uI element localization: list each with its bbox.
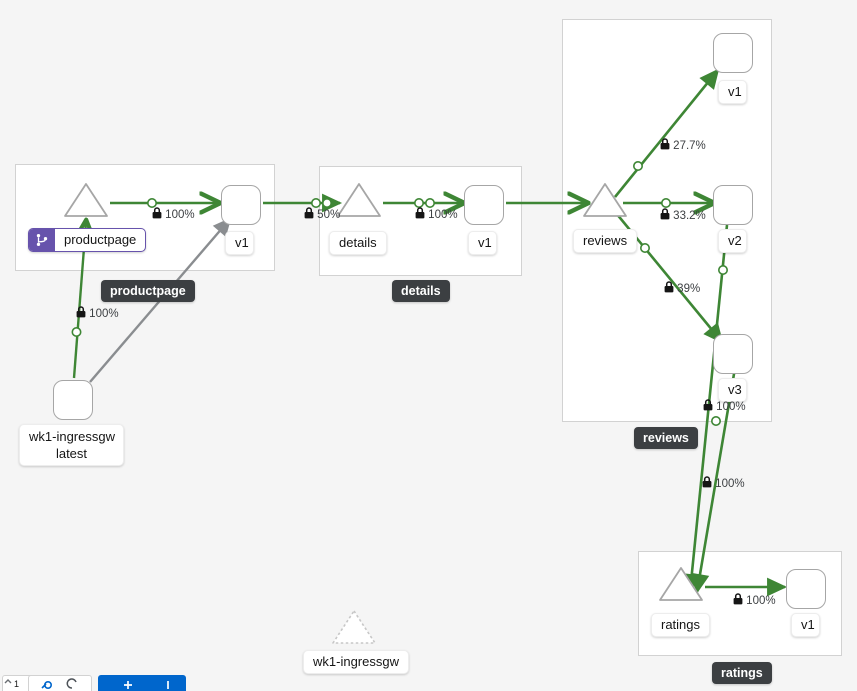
lock-icon bbox=[133, 195, 162, 234]
group-label-productpage[interactable]: productpage bbox=[101, 280, 195, 302]
lock-icon bbox=[57, 294, 86, 333]
edge-label-reviews-to-v2: 33.2% bbox=[641, 196, 706, 235]
node-label-reviews-v3[interactable]: v3 bbox=[718, 378, 747, 402]
edge-label-details-service-to-v1: 100% bbox=[396, 195, 458, 234]
edge-label-reviews-to-v1: 27.7% bbox=[641, 126, 706, 165]
edge-label-text: 100% bbox=[715, 477, 745, 490]
lock-icon bbox=[645, 269, 674, 308]
node-label-details-service[interactable]: details bbox=[329, 231, 387, 255]
edge-label-gw-to-productpage-service: 100% bbox=[57, 294, 119, 333]
edge-label-reviews-to-v3: 39% bbox=[645, 269, 700, 308]
toolbar-primary-button[interactable] bbox=[98, 675, 186, 691]
node-label-text: productpage bbox=[64, 232, 137, 247]
node-ingressgw-service-idle bbox=[332, 610, 376, 644]
node-reviews-v2[interactable] bbox=[713, 185, 753, 225]
lock-icon bbox=[396, 195, 425, 234]
node-ingressgw-workload[interactable] bbox=[53, 380, 93, 420]
node-label-ingressgw-workload[interactable]: wk1-ingressgw latest bbox=[19, 424, 124, 466]
node-label-productpage-v1[interactable]: v1 bbox=[225, 231, 254, 255]
bottom-toolbar[interactable]: 1 bbox=[0, 671, 857, 691]
node-details-v1[interactable] bbox=[464, 185, 504, 225]
edge-label-text: 100% bbox=[165, 208, 195, 221]
node-label-reviews-v2[interactable]: v2 bbox=[718, 229, 747, 253]
edge-label-text: 100% bbox=[716, 400, 746, 413]
edge-label-text: 100% bbox=[746, 594, 776, 607]
toolbar-icons: 1 bbox=[4, 678, 169, 690]
lock-icon bbox=[683, 464, 712, 503]
lock-icon bbox=[641, 126, 670, 165]
lock-icon bbox=[714, 581, 743, 620]
edge-label-text: 100% bbox=[89, 307, 119, 320]
node-reviews-v1[interactable] bbox=[713, 33, 753, 73]
node-ratings-v1[interactable] bbox=[786, 569, 826, 609]
node-label-ratings-v1[interactable]: v1 bbox=[791, 613, 820, 637]
virtual-service-icon bbox=[29, 229, 55, 251]
group-label-reviews[interactable]: reviews bbox=[634, 427, 698, 449]
edge-label-reviews-v3-to-ratings: 100% bbox=[683, 464, 745, 503]
edge-label-reviews-v2-to-ratings: 100% bbox=[684, 387, 746, 426]
edge-label-text: 100% bbox=[428, 208, 458, 221]
lock-icon bbox=[641, 196, 670, 235]
lock-icon bbox=[285, 195, 314, 234]
node-label-details-v1[interactable]: v1 bbox=[468, 231, 497, 255]
group-label-details[interactable]: details bbox=[392, 280, 450, 302]
node-label-productpage-service[interactable]: productpage bbox=[28, 228, 147, 252]
edge-label-text: 50% bbox=[317, 208, 341, 221]
node-reviews-v3[interactable] bbox=[713, 334, 753, 374]
edge-label-productpage-v1-to-details: 50% bbox=[285, 195, 340, 234]
lock-icon bbox=[684, 387, 713, 426]
node-label-ratings-service[interactable]: ratings bbox=[651, 613, 711, 637]
node-productpage-v1[interactable] bbox=[221, 185, 261, 225]
node-label-ingressgw-service[interactable]: wk1-ingressgw bbox=[303, 650, 409, 674]
node-label-reviews-v1[interactable]: v1 bbox=[718, 80, 747, 104]
edge-label-text: 27.7% bbox=[673, 139, 706, 152]
edge-label-text: 39% bbox=[677, 282, 701, 295]
edge-label-ratings-service-to-v1: 100% bbox=[714, 581, 776, 620]
node-label-reviews-service[interactable]: reviews bbox=[573, 229, 638, 253]
edge-label-text: 33.2% bbox=[673, 209, 706, 222]
svg-text:1: 1 bbox=[14, 679, 19, 689]
group-label-ratings[interactable]: ratings bbox=[712, 662, 772, 684]
edge-label-productpage-service-to-v1: 100% bbox=[133, 195, 195, 234]
